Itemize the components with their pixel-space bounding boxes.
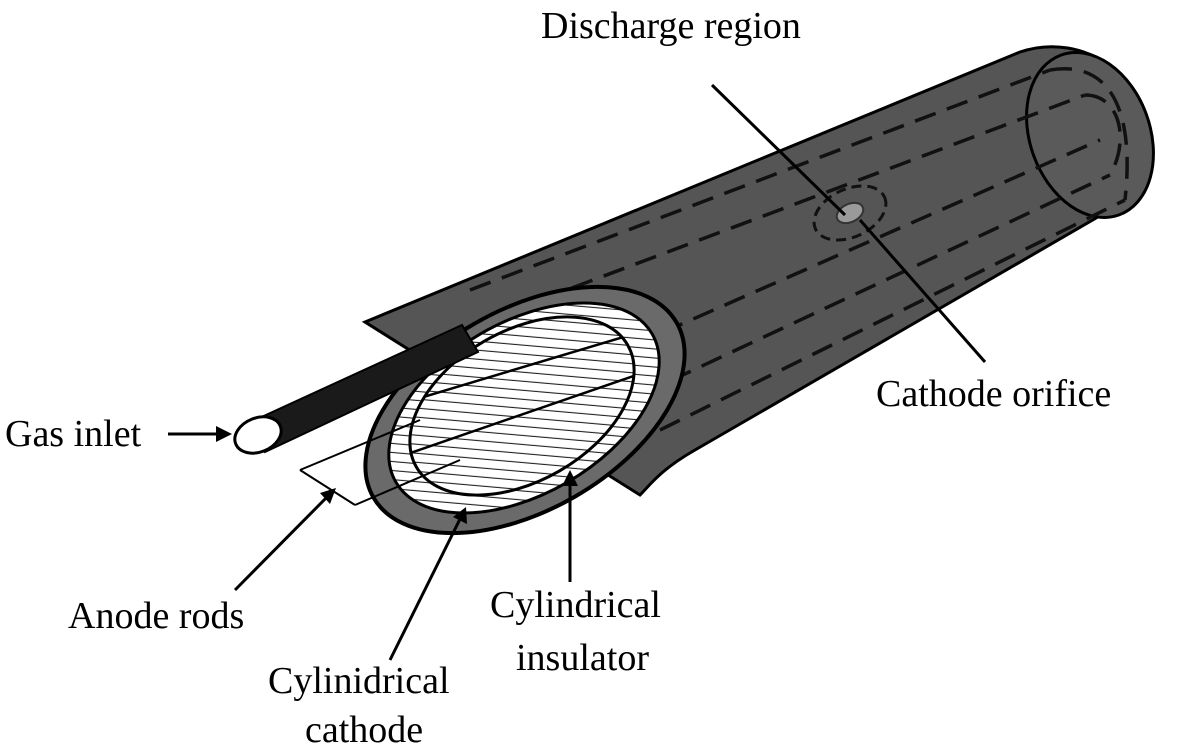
anode-rods <box>299 419 461 506</box>
discharge-region-marker <box>812 184 888 242</box>
gas-inlet-label: Gas inlet <box>5 413 142 455</box>
cathode-orifice-label: Cathode orifice <box>876 373 1111 415</box>
discharge-region-label: Discharge region <box>541 5 801 47</box>
cylindrical-cathode-label-line1: Cylinidrical <box>268 660 450 702</box>
cathode-orifice-leader <box>858 219 987 363</box>
anode-rods-leader <box>233 492 332 592</box>
cylindrical-insulator-label-line2: insulator <box>516 637 649 679</box>
cathode-leader <box>388 514 464 661</box>
leader-lines <box>168 83 987 661</box>
anode-rods-arrowhead <box>320 488 336 504</box>
gas-inlet-arrowhead <box>216 426 232 442</box>
gas-inlet-tube <box>233 323 480 455</box>
cathode-arrowhead <box>453 507 467 524</box>
inner-bore <box>408 315 636 497</box>
hidden-edge-lines <box>469 67 1129 432</box>
insulator-arrowhead <box>562 470 578 486</box>
cylindrical-insulator-label-line1: Cylindrical <box>490 584 661 626</box>
discharge-region-leader <box>710 83 847 217</box>
cylindrical-cathode-label-line2: cathode <box>305 709 423 749</box>
anode-rods-label: Anode rods <box>68 595 244 637</box>
cathode-orifice-marker <box>835 201 865 225</box>
tube-rear-cap <box>1025 51 1155 219</box>
